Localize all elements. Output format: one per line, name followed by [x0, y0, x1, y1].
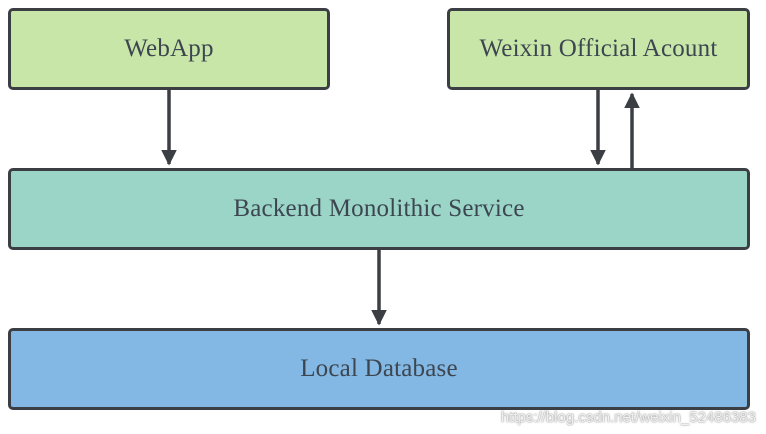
webapp-label: WebApp: [124, 35, 214, 62]
local-database-node: Local Database: [8, 328, 750, 410]
backend-service-label: Backend Monolithic Service: [233, 195, 525, 222]
weixin-official-account-node: Weixin Official Acount: [447, 8, 750, 90]
webapp-node: WebApp: [8, 8, 330, 90]
backend-service-node: Backend Monolithic Service: [8, 168, 750, 250]
watermark-text: https://blog.csdn.net/weixin_52486383: [500, 409, 756, 426]
local-database-label: Local Database: [300, 355, 458, 382]
weixin-official-account-label: Weixin Official Acount: [479, 35, 718, 62]
